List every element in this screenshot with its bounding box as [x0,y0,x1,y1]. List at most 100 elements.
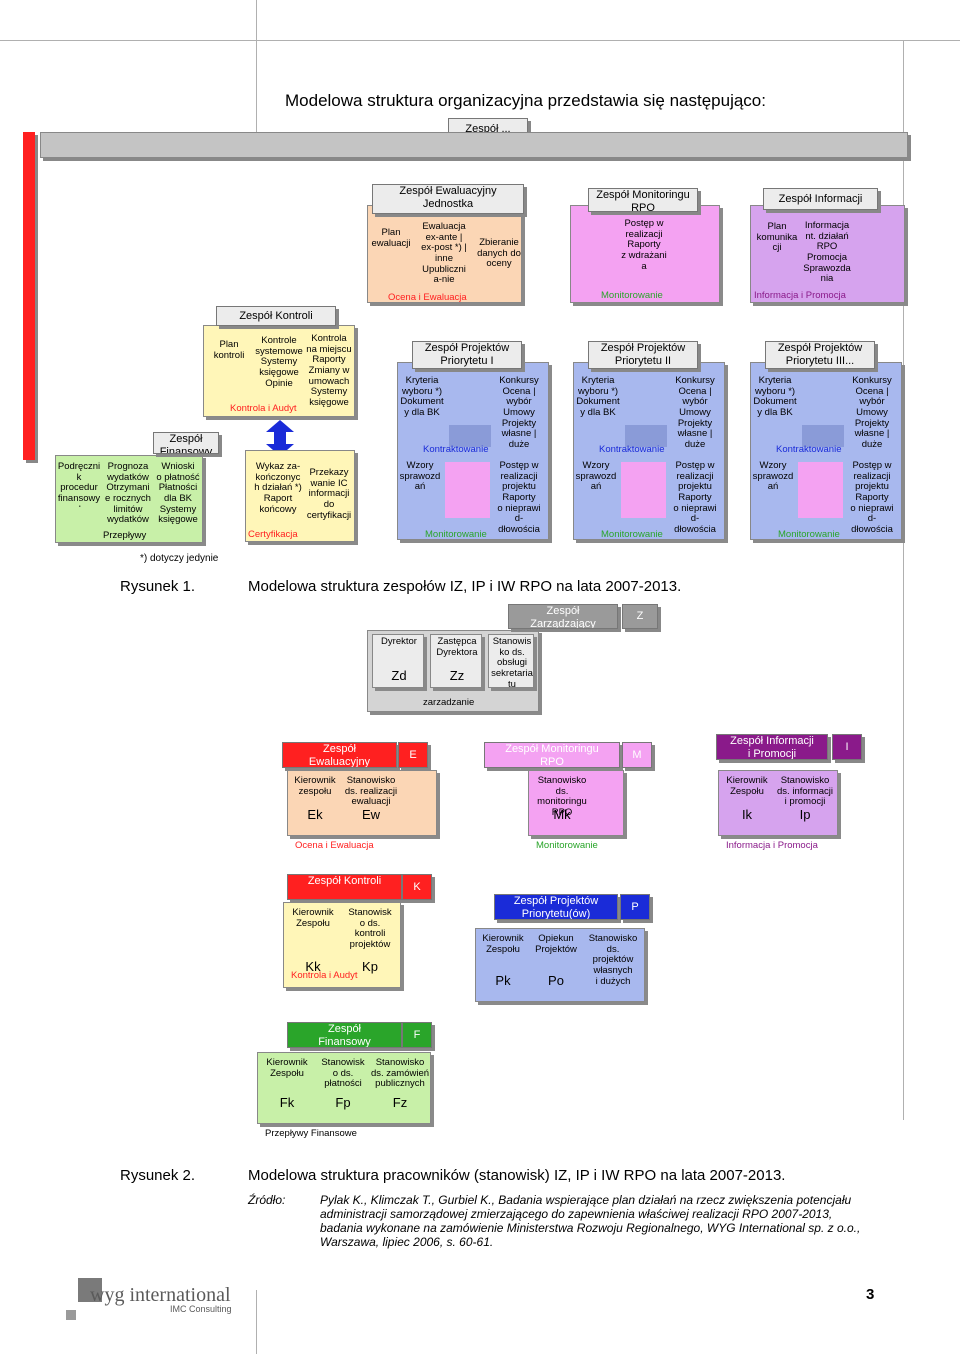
projects-code: Pk [495,974,511,988]
eval-code: Ek [307,808,323,822]
inner-block [802,425,844,447]
inner-block [798,462,843,518]
finance-staff-code: F [402,1022,432,1048]
finance-header: Zespół Finansowy [153,432,219,454]
info-c2: Informacja nt. działań RPO Promocja Spra… [803,221,851,283]
info-code: Ik [741,808,753,822]
monitor-staff-code: M [622,742,652,768]
eval-staff-header: Zespół Ewaluacyjny [282,742,397,768]
priority-d: Postęp w realizacji projektu Raporty o n… [497,461,541,535]
page-number: 3 [866,1286,875,1303]
eval-foot: Ocena i Ewaluacja [388,292,467,303]
control-c3: Kontrola na miejscu Raporty Zmiany w umo… [306,334,352,408]
finance-position: Kierownik Zespołu [266,1058,308,1079]
control-c2: Kontrole systemowe Systemy księgowe Opin… [255,336,303,389]
control-staff-code: K [402,874,432,900]
priority-c: Wzory sprawozd ań [752,461,794,493]
priority-monitor: Monitorowanie [601,529,663,540]
control-team-header: Zespół Kontroli [216,306,336,326]
finance-position: Stanowisk o ds. płatności [321,1058,365,1090]
finance-c1: Podręczni k procedur finansowy ch [57,462,101,507]
monitor-position: Stanowisko ds. monitoringu RPO [537,776,587,818]
cert-foot: Certyfikacja [248,529,298,540]
monitor-c1: Postęp w realizacji Raporty z wdrażani a [621,219,667,271]
monitor-staff-header: Zespół Monitoringu RPO [484,742,620,768]
info-code: Ip [799,808,811,822]
finance-code: Fp [335,1096,351,1110]
source-label: Źródło: [248,1193,286,1207]
priority-monitor: Monitorowanie [425,529,487,540]
projects-staff-code: P [620,894,650,920]
info-team-header: Zespół Informacji [763,188,878,210]
caption1-label: Rysunek 1. [120,578,196,595]
control-foot: Kontrola i Audyt [230,403,297,414]
priority-b: Konkursy Ocena | wybór Umowy Projekty wł… [675,376,715,450]
projects-position: Opiekun Projektów [535,934,577,955]
inner-block [449,425,491,447]
info-c1: Plan komunika cji [756,222,798,254]
info-staff-block [718,770,838,836]
inner-block [625,425,667,447]
eval-c1: Plan ewaluacji [371,228,411,249]
inner-block [445,462,490,518]
logo-mark [66,1310,76,1320]
info-staff-header: Zespół Informacji i Promocji [716,734,828,760]
caption1-text: Modelowa struktura zespołów IZ, IP i IW … [248,578,682,595]
caption2-text: Modelowa struktura pracowników (stanowis… [248,1167,786,1184]
finance-block [55,455,203,543]
priority-a: Kryteria wyboru *) Dokument y dla BK [576,376,620,418]
source-text: Pylak K., Klimczak T., Gurbiel K., Badan… [320,1193,861,1250]
projects-position: Kierownik Zespołu [482,934,524,955]
eval-position: Kierownik zespołu [294,776,336,797]
eval-position: Stanowisko ds. realizacji ewaluacji [344,776,398,808]
priority-header: Zespół Projektów Priorytetu I [412,341,522,369]
eval-staff-foot: Ocena i Ewaluacja [295,840,374,851]
frame-line [903,40,904,1120]
priority-b: Konkursy Ocena | wybór Umowy Projekty wł… [499,376,539,450]
logo-mark [78,1278,102,1302]
priority-a: Kryteria wyboru *) Dokument y dla BK [400,376,444,418]
control-code: Kk [305,960,321,974]
eval-staff-block [287,770,437,836]
control-team-block [203,325,355,417]
control-position: Stanowisk o ds. kontroli projektów [348,908,392,950]
control-code: Kp [362,960,378,974]
mgmt-foot: zarzadzanie [423,697,475,708]
red-vertical-bar [23,132,35,460]
finance-c2: Prognoza wydatków Otrzymani e rocznych l… [105,462,151,526]
priority-c: Wzory sprawozd ań [399,461,441,493]
projects-code: Po [548,974,564,988]
eval-team-header: Zespół Ewaluacyjny Jednostka [372,184,524,214]
mgmt-p3: Stanowis ko ds. obsługi sekretaria tu [488,634,534,689]
priority-block [750,362,902,540]
priority-kontrakt: Kontraktowanie [776,444,842,455]
priority-d: Postęp w realizacji projektu Raporty o n… [850,461,894,535]
eval-team-block [367,205,522,303]
page-title: Modelowa struktura organizacyjna przedst… [285,91,766,110]
mgmt-code: Z [622,604,658,629]
finance-staff-header: Zespół Finansowy [287,1022,402,1048]
finance-position: Stanowisko ds. zamówień publicznych [370,1058,430,1090]
info-team-block [750,205,905,303]
info-staff-code: I [832,734,862,760]
info-position: Kierownik Zespołu [726,776,768,797]
cert-c1: Wykaz za- kończonyc h działań *) Raport … [254,462,302,515]
footnote: *) dotyczy jedynie [140,553,219,564]
finance-code: Fk [279,1096,295,1110]
finance-staff-foot: Przepływy Finansowe [265,1128,357,1139]
logo: wyg international [90,1284,231,1306]
double-arrow-icon [266,420,294,456]
info-foot: Informacja i Promocja [754,290,846,301]
control-staff-foot: Kontrola i Audyt [291,970,358,981]
inner-block [621,462,666,518]
projects-staff-header: Zespół Projektów Priorytetu(ów) [494,894,618,920]
top-bar [40,132,908,158]
monitor-staff-block [528,770,624,836]
eval-code: Ew [361,808,381,822]
priority-b: Konkursy Ocena | wybór Umowy Projekty wł… [852,376,892,450]
finance-c3: Wnioski o płatność Płatności dla BK Syst… [156,462,200,526]
frame-line [0,40,960,41]
priority-kontrakt: Kontraktowanie [423,444,489,455]
